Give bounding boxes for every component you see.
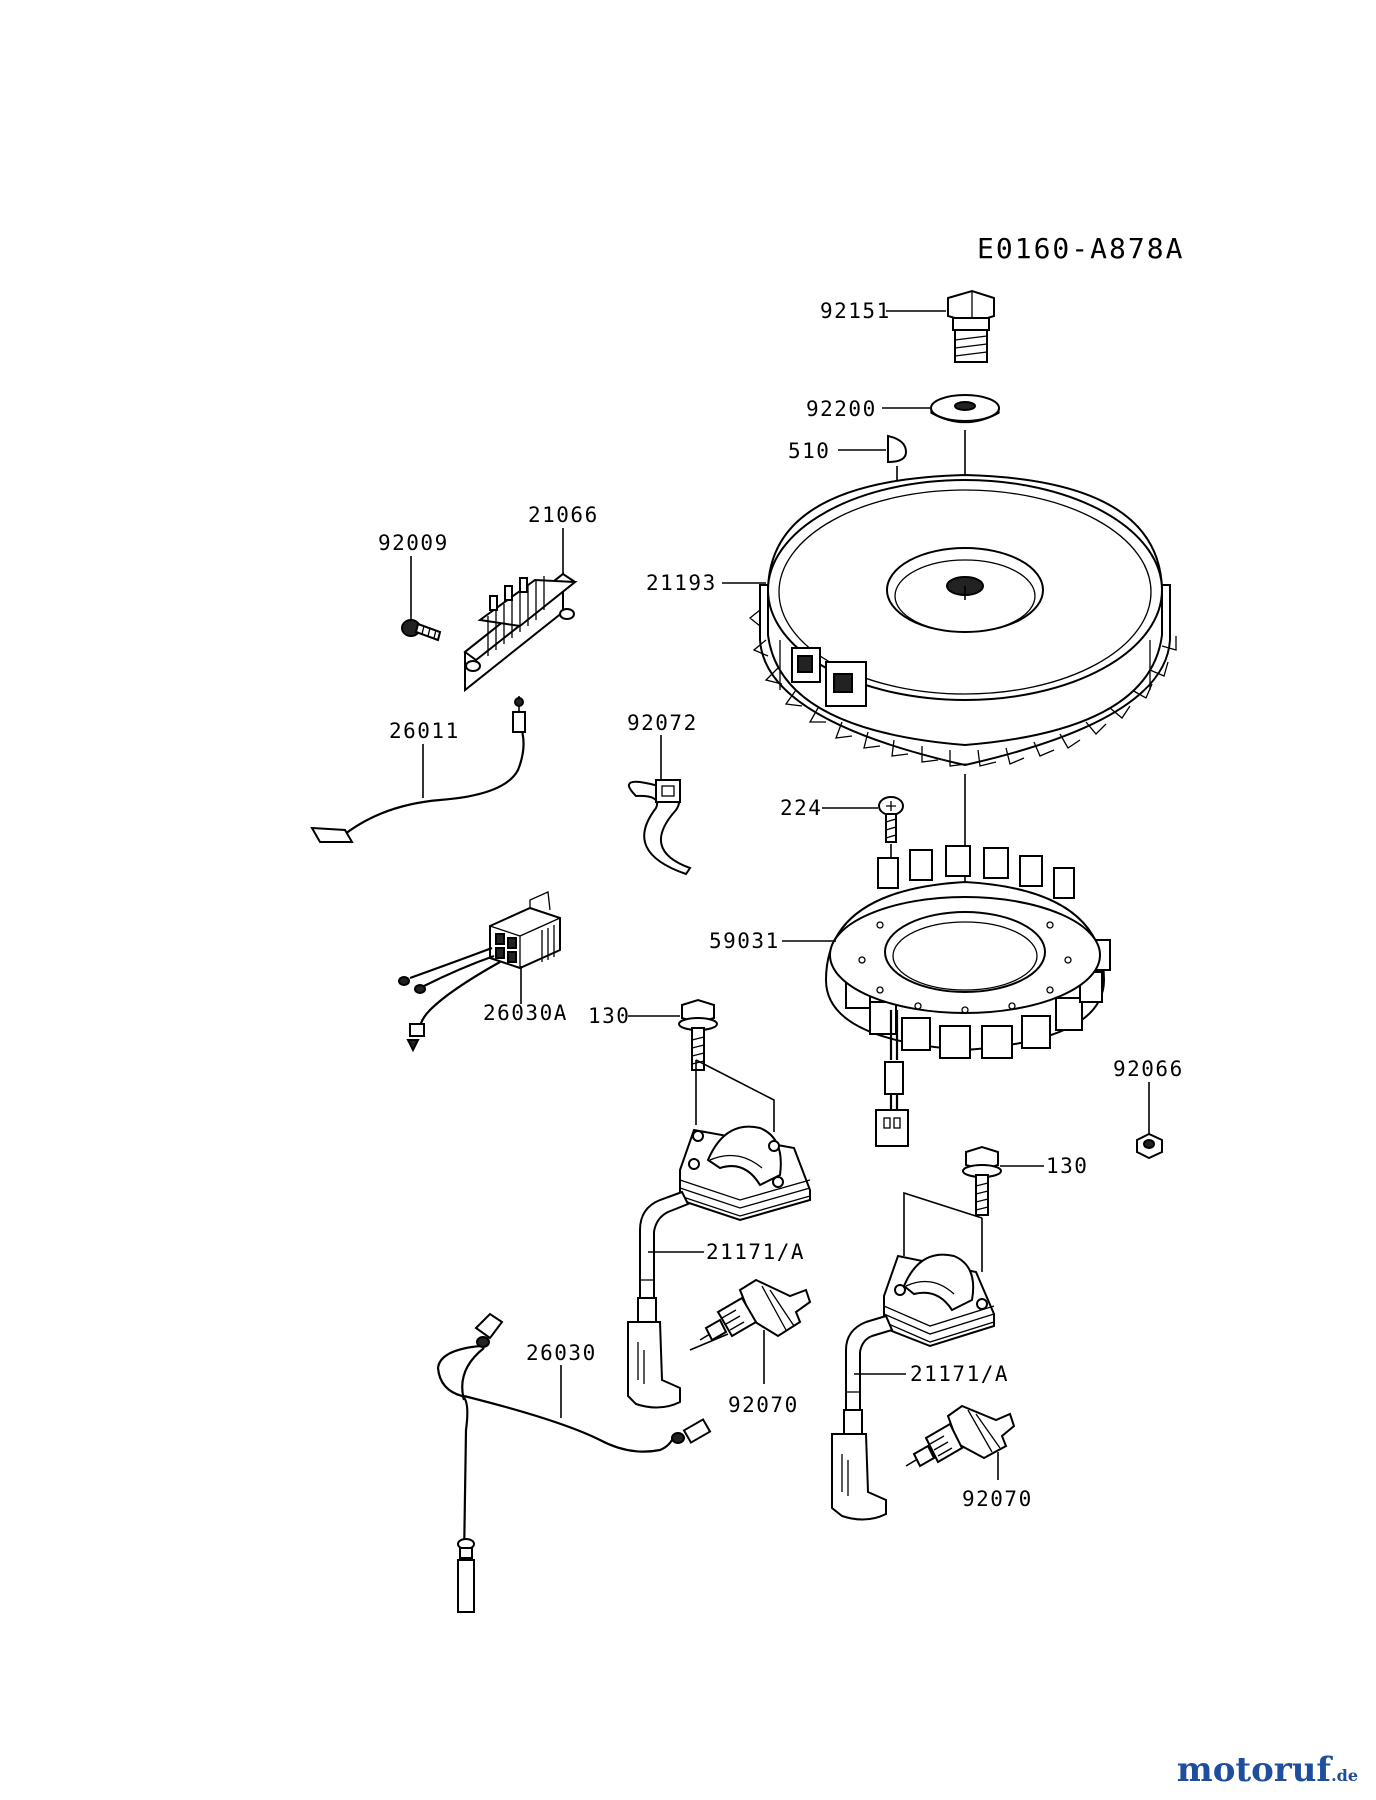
screw-224 [878, 796, 904, 843]
label-510: 510 [788, 439, 830, 463]
bolt-130-left [678, 998, 718, 1071]
bolt-92151 [947, 289, 995, 363]
cable-band-92072 [628, 779, 692, 876]
label-26011: 26011 [389, 719, 460, 743]
stator-59031 [824, 845, 1111, 1147]
label-26030: 26030 [526, 1341, 597, 1365]
brand-main: motoruf [1176, 1750, 1332, 1790]
label-92072: 92072 [627, 711, 698, 735]
label-130-left: 130 [588, 1004, 630, 1028]
diagram-code: E0160-A878A [977, 232, 1184, 265]
brand-watermark: motoruf.de [1177, 1750, 1358, 1790]
label-92070-left: 92070 [728, 1393, 799, 1417]
lead-wire-26030 [436, 1312, 712, 1613]
ignition-coil-right-21171a [831, 1253, 995, 1521]
label-21171a-right: 21171/A [910, 1362, 1009, 1386]
label-21171a-left: 21171/A [706, 1240, 805, 1264]
label-92070-right: 92070 [962, 1487, 1033, 1511]
harness-connector-26030a [398, 891, 561, 1053]
label-224: 224 [780, 796, 822, 820]
screw-92009 [401, 619, 442, 642]
label-21193: 21193 [646, 571, 717, 595]
ignition-coil-left-21171a [627, 1125, 811, 1409]
flywheel-21193 [748, 473, 1177, 767]
spark-plug-right-92070 [905, 1404, 1016, 1468]
label-92200: 92200 [806, 397, 877, 421]
label-21066: 21066 [528, 503, 599, 527]
spark-plug-left-92070 [699, 1278, 812, 1342]
label-92066: 92066 [1113, 1057, 1184, 1081]
washer-92200 [930, 394, 1000, 424]
label-130-right: 130 [1046, 1154, 1088, 1178]
regulator-21066 [463, 571, 578, 693]
nut-92066 [1136, 1132, 1163, 1160]
label-26030a: 26030A [483, 1001, 568, 1025]
bolt-130-right [962, 1145, 1002, 1216]
lead-wire-26011 [310, 696, 526, 843]
label-59031: 59031 [709, 929, 780, 953]
key-510 [887, 434, 908, 464]
brand-suffix: .de [1331, 1766, 1358, 1785]
label-92151: 92151 [820, 299, 891, 323]
label-92009: 92009 [378, 531, 449, 555]
